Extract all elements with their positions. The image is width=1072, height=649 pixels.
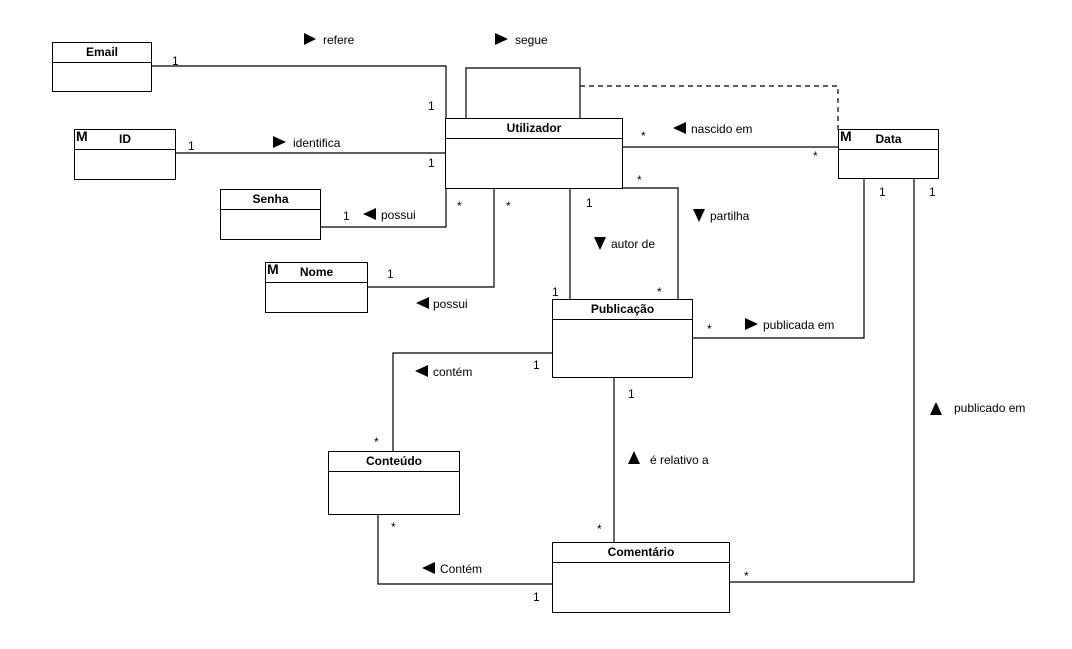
assoc-label-autor-de: autor de (611, 237, 656, 251)
mult-data-nascido: * (813, 149, 818, 163)
triangle-nascido-em-icon (673, 122, 686, 134)
mult-comentario-publicado: * (744, 569, 749, 583)
mult-publicacao-autor: 1 (552, 285, 559, 299)
class-utilizador-name: Utilizador (446, 119, 622, 139)
class-conteudo-name: Conteúdo (329, 452, 459, 472)
class-comentario-name: Comentário (553, 543, 729, 563)
mult-utilizador-nascido: * (641, 129, 646, 143)
class-senha[interactable]: Senha (220, 189, 321, 240)
line-partilha (622, 187, 679, 299)
class-data[interactable]: M Data (838, 129, 939, 179)
line-possui-senha (320, 188, 447, 228)
mult-id-identifica: 1 (188, 139, 195, 153)
mult-utilizador-possui-nome: * (506, 199, 511, 213)
line-possui-nome (367, 188, 495, 288)
triangle-contem-icon (415, 365, 428, 377)
class-nome[interactable]: M Nome (265, 262, 368, 313)
mult-publicacao-publicada: * (707, 322, 712, 336)
class-email-name: Email (53, 43, 151, 63)
mult-utilizador-identifica: 1 (428, 156, 435, 170)
m-marker-icon: M (76, 128, 88, 144)
assoc-label-possui-senha: possui (381, 208, 416, 222)
class-nome-header: M Nome (266, 261, 367, 283)
mult-utilizador-possui-senha: * (457, 199, 462, 213)
line-publicada-em (692, 178, 865, 339)
class-nome-name: Nome (299, 265, 334, 279)
class-publicacao[interactable]: Publicação (552, 299, 693, 378)
m-marker-icon: M (267, 261, 279, 277)
assoc-label-identifica: identifica (293, 136, 341, 150)
triangle-publicado-em-icon (930, 402, 942, 415)
assoc-label-publicada-em: publicada em (763, 318, 835, 332)
mult-data-publicada: 1 (879, 185, 886, 199)
assoc-label-e-relativo-a: é relativo a (650, 453, 709, 467)
assoc-label-nascido-em: nascido em (691, 122, 753, 136)
line-publicado-em (729, 178, 915, 583)
mult-data-publicado: 1 (929, 185, 936, 199)
triangle-contem2-icon (422, 562, 435, 574)
triangle-publicada-em-icon (745, 318, 758, 330)
line-contem (392, 352, 552, 452)
mult-publicacao-contem: 1 (533, 358, 540, 372)
mult-publicacao-partilha: * (657, 285, 662, 299)
assoc-label-possui-nome: possui (433, 297, 468, 311)
mult-senha-possui: 1 (343, 209, 350, 223)
class-data-header: M Data (839, 128, 938, 150)
mult-conteudo-contem2: * (391, 520, 396, 534)
mult-utilizador-refere: 1 (428, 99, 435, 113)
triangle-possui-nome-icon (416, 297, 429, 309)
triangle-possui-senha-icon (363, 208, 376, 220)
triangle-autor-de-icon (594, 237, 606, 250)
mult-comentario-contem2: 1 (533, 590, 540, 604)
class-data-name: Data (875, 132, 902, 146)
line-refere (151, 65, 447, 119)
assoc-label-refere: refere (323, 33, 355, 47)
triangle-partilha-icon (693, 209, 705, 222)
line-segue (465, 67, 581, 119)
class-id[interactable]: M ID (74, 129, 176, 180)
mult-utilizador-autor: 1 (586, 196, 593, 210)
assoc-label-segue: segue (515, 33, 548, 47)
mult-conteudo-contem: * (374, 435, 379, 449)
assoc-label-contem: contém (433, 365, 473, 379)
class-id-name: ID (119, 132, 131, 146)
mult-email-refere: 1 (172, 54, 179, 68)
class-publicacao-name: Publicação (553, 300, 692, 320)
assoc-label-partilha: partilha (710, 209, 750, 223)
mult-comentario-relativo: * (597, 522, 602, 536)
m-marker-icon: M (840, 128, 852, 144)
class-conteudo[interactable]: Conteúdo (328, 451, 460, 515)
mult-publicacao-relativo: 1 (628, 387, 635, 401)
class-id-header: M ID (75, 128, 175, 150)
dashed-dependency-line (580, 85, 839, 130)
assoc-label-publicado-em: publicado em (954, 401, 1026, 415)
class-senha-name: Senha (221, 190, 320, 210)
class-comentario[interactable]: Comentário (552, 542, 730, 613)
mult-nome-possui: 1 (387, 267, 394, 281)
assoc-label-contem2: Contém (440, 562, 483, 576)
class-utilizador[interactable]: Utilizador (445, 118, 623, 189)
triangle-refere-icon (304, 33, 316, 45)
triangle-segue-icon (495, 33, 508, 45)
line-contem2 (377, 514, 552, 585)
mult-utilizador-partilha: * (637, 173, 642, 187)
triangle-identifica-icon (273, 136, 286, 148)
class-email[interactable]: Email (52, 42, 152, 92)
triangle-e-relativo-a-icon (628, 451, 640, 464)
